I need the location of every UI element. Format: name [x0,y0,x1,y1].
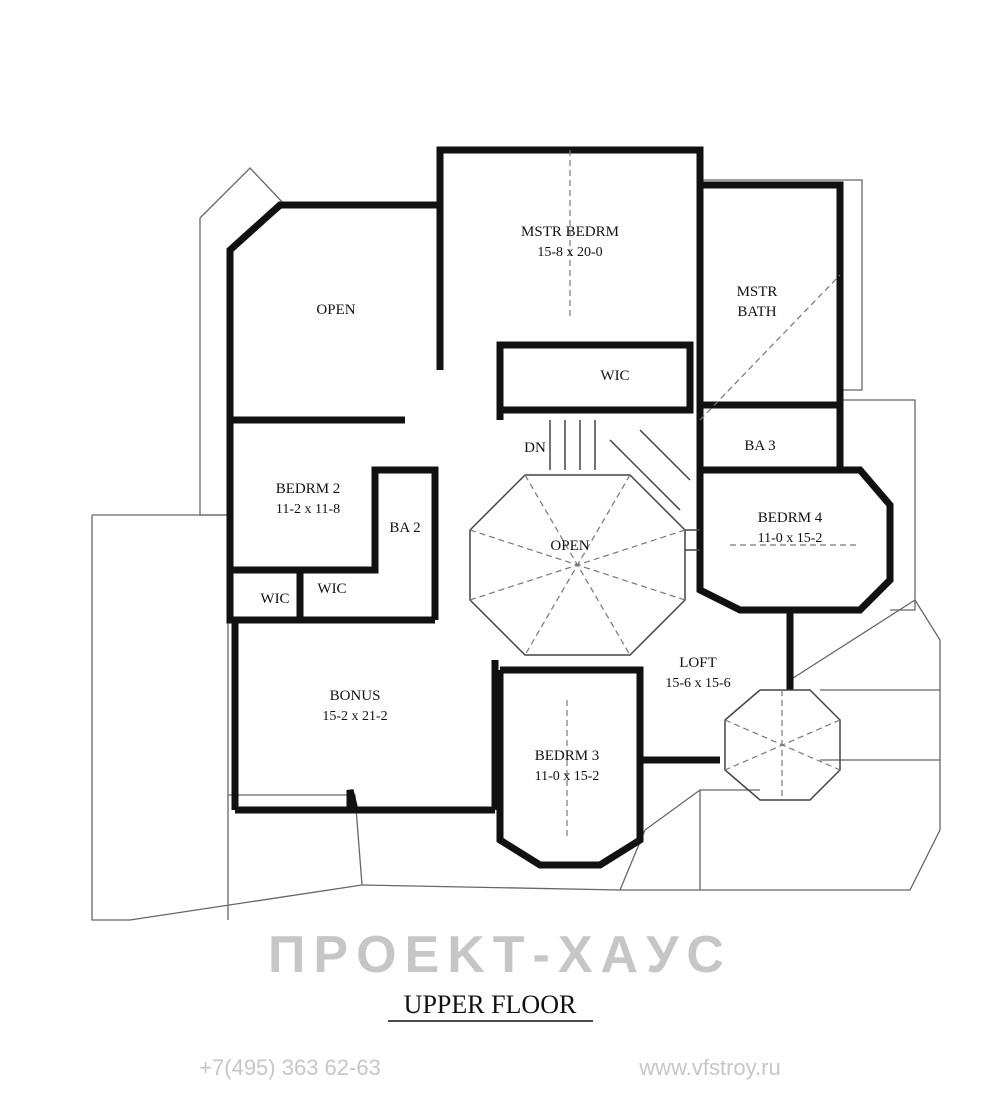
staircase [549,420,700,551]
room-mstr-bath-1: MSTR [737,284,778,300]
room-mstr-bedrm-size: 15-8 x 20-0 [537,245,602,260]
watermark: ПPOЕKT‑XAУC +7(495) 363 62-63 www.vfstro… [199,926,781,1080]
room-bedrm3-size: 11-0 x 15-2 [535,769,600,784]
room-loft-size: 15-6 x 15-6 [665,676,730,691]
dashed-dividers [566,150,860,840]
room-ba2: BA 2 [389,520,420,536]
room-bedrm4-size: 11-0 x 15-2 [758,531,823,546]
central-open-octagon [469,474,686,656]
room-wic-master: WIC [600,368,629,384]
room-bonus: BONUS [330,688,381,704]
room-ba3: BA 3 [744,438,775,454]
room-open-top: OPEN [316,302,355,318]
room-wic-1: WIC [260,591,289,607]
stair-dn: DN [524,440,546,456]
watermark-phone: +7(495) 363 62-63 [199,1055,381,1080]
room-wic-2: WIC [317,581,346,597]
room-mstr-bedrm: MSTR BEDRM [521,224,619,240]
room-labels: OPEN MSTR BEDRM 15-8 x 20-0 MSTR BATH WI… [260,224,822,784]
room-open-center: OPEN [550,538,589,554]
room-bonus-size: 15-2 x 21-2 [322,709,387,724]
room-bedrm2: BEDRM 2 [276,481,341,497]
watermark-logo: ПPOЕKT‑XAУC [268,926,732,984]
room-mstr-bath-2: BATH [737,304,776,320]
room-bedrm2-size: 11-2 x 11-8 [276,502,340,517]
room-bedrm3: BEDRM 3 [535,748,600,764]
room-loft: LOFT [679,655,717,671]
plan-title: UPPER FLOOR [404,990,577,1019]
room-bedrm4: BEDRM 4 [758,510,823,526]
watermark-url: www.vfstroy.ru [638,1055,780,1080]
walls [226,146,894,869]
